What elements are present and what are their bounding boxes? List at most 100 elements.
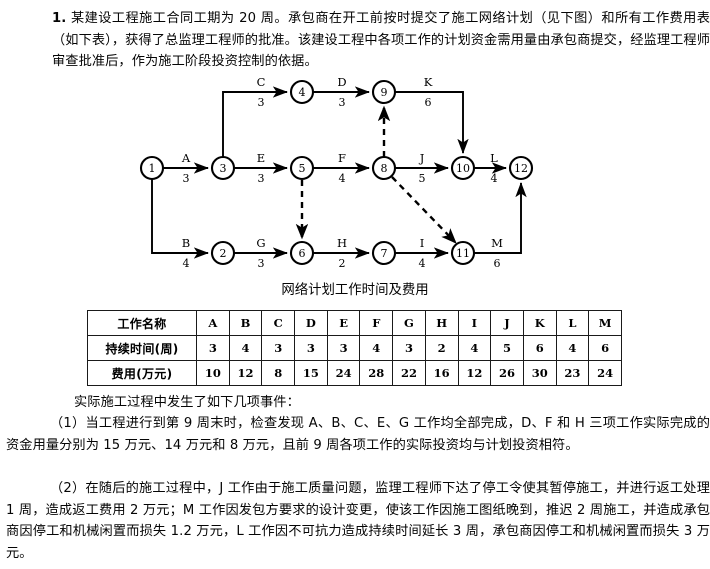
cell-work-C: C xyxy=(261,310,296,336)
cell-duration-D: 3 xyxy=(294,335,328,361)
network-node-7: 7 xyxy=(371,240,397,266)
edge-label-E-duration: 3 xyxy=(258,172,265,185)
cell-duration-M: 6 xyxy=(588,335,622,361)
network-edge-labels-group: A 3 E 3 F 4 J 5 L 4 C 3 D 3 K 6 B 4 G 3 xyxy=(181,75,503,270)
network-node-12: 12 xyxy=(508,155,534,181)
edge-K-line xyxy=(395,91,469,154)
table-caption: 网络计划工作时间及费用 xyxy=(281,283,429,298)
edge-label-L-duration: 4 xyxy=(491,172,498,185)
cell-cost-B: 12 xyxy=(228,360,263,386)
node-label-8: 8 xyxy=(381,162,388,175)
cell-cost-G: 22 xyxy=(392,360,426,386)
cell-cost-J: 26 xyxy=(490,360,524,386)
network-node-6: 6 xyxy=(289,240,315,266)
cell-duration-E: 3 xyxy=(326,335,361,361)
table-row: 费用(万元) 10 12 8 15 24 28 22 16 12 26 30 2… xyxy=(87,360,622,386)
network-nodes-group: 1 3 5 8 10 xyxy=(139,79,534,266)
node-label-9: 9 xyxy=(381,86,388,99)
intro-paragraph: 1. 某建设工程施工合同工期为 20 周。承包商在开工前按时提交了施工网络计划（… xyxy=(52,8,710,73)
cell-cost-I: 12 xyxy=(457,360,492,386)
node-label-10: 10 xyxy=(456,162,470,175)
edge-label-B-duration: 4 xyxy=(183,257,190,270)
network-time-cost-table: 工作名称 A B C D E F G H I J K L M 持续时间(周) 3… xyxy=(87,310,622,386)
events-heading: 实际施工过程中发生了如下几项事件： xyxy=(74,395,300,410)
cell-work-B: B xyxy=(228,310,263,336)
question-number: 1. xyxy=(52,11,67,26)
network-node-8: 8 xyxy=(371,155,397,181)
network-plan-diagram: A 3 E 3 F 4 J 5 L 4 C 3 D 3 K 6 B 4 G 3 xyxy=(0,72,710,277)
event-1-paragraph: （1）当工程进行到第 9 周末时，检查发现 A、B、C、E、G 工作均全部完成，… xyxy=(6,416,710,453)
edge-label-M-duration: 6 xyxy=(494,257,501,270)
cell-cost-A: 10 xyxy=(196,360,230,386)
cell-cost-K: 30 xyxy=(522,360,557,386)
cell-duration-L: 4 xyxy=(555,335,590,361)
edge-label-C-duration: 3 xyxy=(258,96,265,109)
network-node-4: 4 xyxy=(289,79,315,105)
node-label-2: 2 xyxy=(220,247,227,260)
edge-label-G-duration: 3 xyxy=(258,257,265,270)
edge-label-A-name: A xyxy=(181,151,191,165)
cell-duration-B: 4 xyxy=(228,335,263,361)
cell-work-H: H xyxy=(424,310,459,336)
table-row: 持续时间(周) 3 4 3 3 3 4 3 2 4 5 6 4 6 xyxy=(87,335,622,361)
network-node-9: 9 xyxy=(371,79,397,105)
cell-cost-H: 16 xyxy=(424,360,459,386)
edge-B-line xyxy=(151,179,209,259)
cell-work-M: M xyxy=(588,310,622,336)
edge-label-H-duration: 2 xyxy=(339,257,346,270)
edge-label-J-name: J xyxy=(419,151,425,165)
node-label-4: 4 xyxy=(299,86,306,99)
node-label-3: 3 xyxy=(220,162,227,175)
edge-label-F-duration: 4 xyxy=(339,172,346,185)
cell-duration-G: 3 xyxy=(392,335,426,361)
node-label-7: 7 xyxy=(381,247,388,260)
cell-duration-J: 5 xyxy=(490,335,524,361)
cell-cost-D: 15 xyxy=(294,360,328,386)
cell-work-K: K xyxy=(522,310,557,336)
cell-duration-I: 4 xyxy=(457,335,492,361)
node-label-1: 1 xyxy=(149,162,156,175)
cell-cost-M: 24 xyxy=(588,360,622,386)
edge-label-D-name: D xyxy=(337,75,346,89)
cell-work-G: G xyxy=(392,310,426,336)
cell-work-J: J xyxy=(490,310,524,336)
network-node-2: 2 xyxy=(210,240,236,266)
edge-label-C-name: C xyxy=(257,75,266,89)
edge-label-A-duration: 3 xyxy=(183,172,190,185)
cell-cost-C: 8 xyxy=(261,360,296,386)
edge-label-M-name: M xyxy=(491,236,503,250)
network-node-1: 1 xyxy=(139,155,165,181)
table-row: 工作名称 A B C D E F G H I J K L M xyxy=(87,310,622,336)
edge-M-line xyxy=(474,182,527,254)
cell-cost-F: 28 xyxy=(359,360,394,386)
node-label-6: 6 xyxy=(299,247,306,260)
edge-label-H-name: H xyxy=(337,236,347,250)
edge-label-J-duration: 5 xyxy=(419,172,426,185)
edge-label-F-name: F xyxy=(338,151,346,165)
event-2-paragraph: （2）在随后的施工过程中，J 工作由于施工质量问题，监理工程师下达了停工令使其暂… xyxy=(6,481,710,561)
row-header-duration: 持续时间(周) xyxy=(87,335,197,361)
network-node-5: 5 xyxy=(289,155,315,181)
network-node-3: 3 xyxy=(210,155,236,181)
edge-label-K-duration: 6 xyxy=(425,96,432,109)
network-node-10: 10 xyxy=(450,155,476,181)
row-header-cost: 费用(万元) xyxy=(87,360,197,386)
edge-label-B-name: B xyxy=(182,236,190,250)
network-dummy-edges-group xyxy=(295,105,457,244)
cell-duration-H: 2 xyxy=(424,335,459,361)
edge-label-K-name: K xyxy=(424,75,433,89)
cell-duration-F: 4 xyxy=(359,335,394,361)
cell-work-F: F xyxy=(359,310,394,336)
edge-label-L-name: L xyxy=(490,151,498,165)
cell-duration-K: 6 xyxy=(522,335,557,361)
edge-label-D-duration: 3 xyxy=(339,96,346,109)
row-header-work-name: 工作名称 xyxy=(87,310,197,336)
cell-duration-A: 3 xyxy=(196,335,230,361)
network-edges-group xyxy=(151,86,527,259)
cell-work-I: I xyxy=(457,310,492,336)
edge-label-I-duration: 4 xyxy=(419,257,426,270)
node-label-5: 5 xyxy=(299,162,306,175)
cell-work-D: D xyxy=(294,310,328,336)
cell-cost-L: 23 xyxy=(555,360,590,386)
